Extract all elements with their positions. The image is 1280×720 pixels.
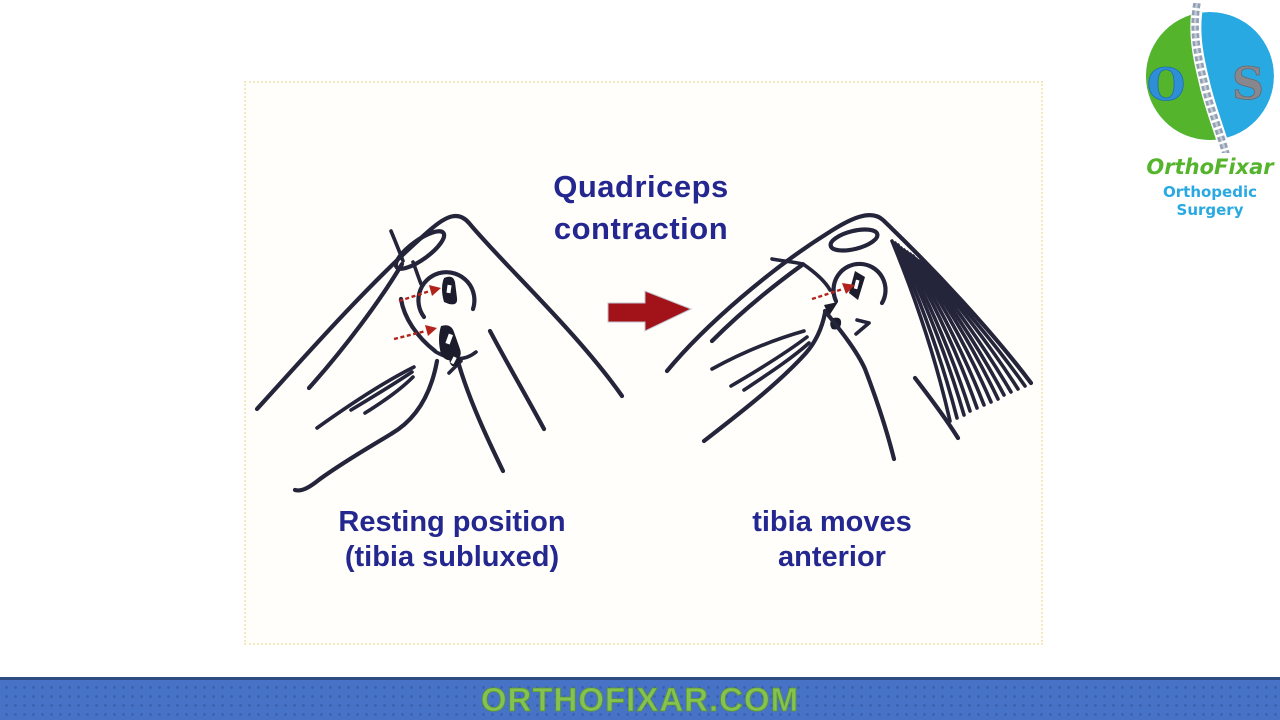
hamstring-lines <box>701 310 828 444</box>
left-knee-illustration <box>254 213 625 493</box>
right-figure-caption: tibia moves anterior <box>752 506 912 573</box>
footer-bar: ORTHOFIXAR.COM <box>0 677 1280 720</box>
logo-name: OrthoFixar <box>1146 155 1274 179</box>
footer-site-text: ORTHOFIXAR.COM <box>480 681 800 719</box>
logo-letter-s: S <box>1232 59 1264 110</box>
hamstring-lines <box>292 358 440 493</box>
tibia-outline <box>822 308 961 462</box>
femoral-condyle <box>801 261 888 306</box>
femur-outline <box>254 213 625 412</box>
slide-canvas <box>244 81 1043 645</box>
pointer-arrows <box>393 285 441 341</box>
tibia-outline <box>398 296 547 474</box>
diagram-title: Quadriceps contraction <box>553 169 729 246</box>
right-knee-illustration <box>664 213 1034 462</box>
patella <box>828 227 880 253</box>
logo-tagline: Orthopedic Surgery <box>1163 183 1257 219</box>
left-figure-caption: Resting position (tibia subluxed) <box>338 506 566 573</box>
femoral-condyle <box>411 260 477 320</box>
patella <box>393 229 447 271</box>
orthofixar-logo: O S OrthoFixar Orthopedic Surgery <box>1140 2 1280 219</box>
logo-mark: O S <box>1146 2 1274 155</box>
quadriceps-pull-arrow-icon <box>607 290 693 332</box>
logo-letter-o: O <box>1147 60 1185 111</box>
pointer-arrows <box>811 283 855 301</box>
quadriceps-muscle-hatching <box>890 239 1033 423</box>
cartilage-lesion-markers <box>439 276 461 367</box>
